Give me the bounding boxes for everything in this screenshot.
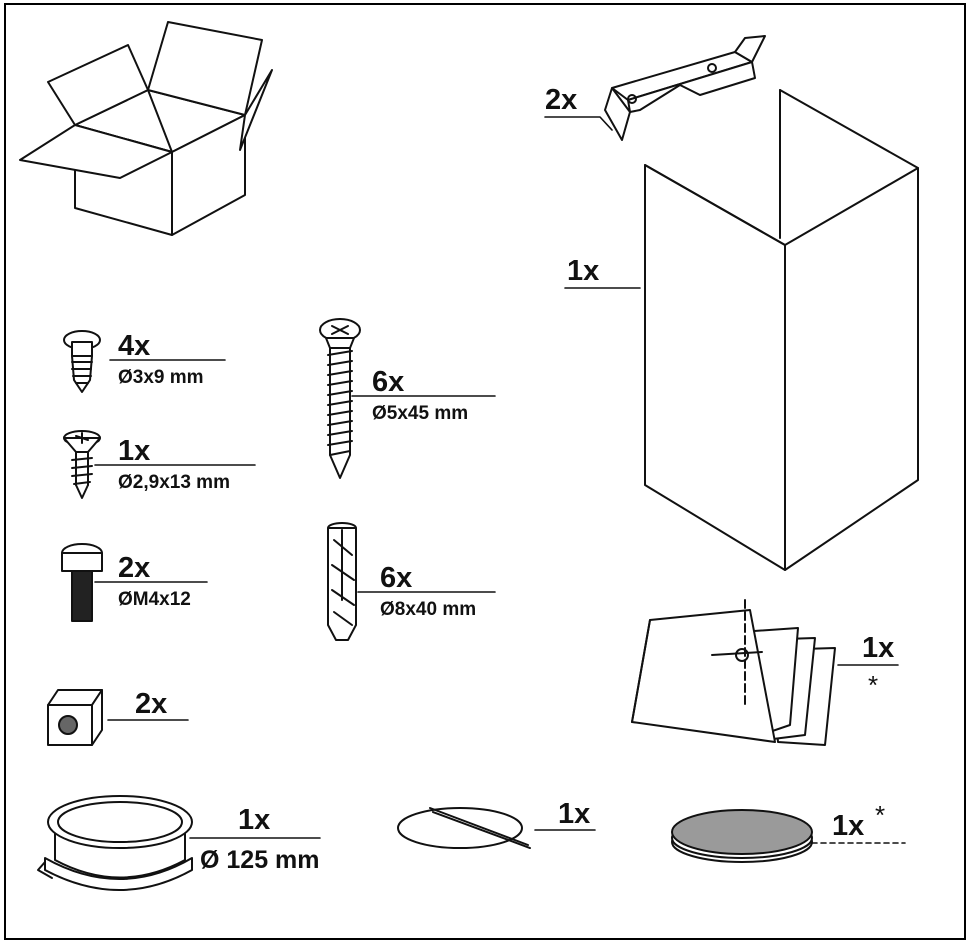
manual-qty: 1x <box>862 632 895 664</box>
duct-collar-dim: Ø 125 mm <box>200 846 320 874</box>
filter-qty: 1x <box>832 810 865 842</box>
cage-nut-qty: 2x <box>135 688 168 720</box>
screw-b-qty: 1x <box>118 435 151 467</box>
wood-screw-dim: Ø5x45 mm <box>372 403 469 424</box>
wood-screw-icon <box>319 318 361 479</box>
screw-c-icon <box>61 543 103 622</box>
cage-nut-icon <box>47 689 103 746</box>
screw-a-icon <box>63 330 101 393</box>
leader-lines <box>94 116 906 844</box>
duct-collar-qty: 1x <box>238 804 271 836</box>
wood-screw-qty: 6x <box>372 366 405 398</box>
screw-c-qty: 2x <box>118 552 151 584</box>
duct-collar-icon <box>37 795 193 891</box>
wall-plug-qty: 6x <box>380 562 413 594</box>
screw-a-dim: Ø3x9 mm <box>118 367 204 388</box>
bracket-qty: 2x <box>545 84 578 116</box>
clip-ring-icon <box>397 807 531 849</box>
filter-mark: * <box>875 800 886 830</box>
chimney-qty: 1x <box>567 255 600 287</box>
wall-plug-icon <box>327 522 357 641</box>
bracket-icon <box>604 35 766 141</box>
wall-plug-dim: Ø8x40 mm <box>380 599 477 620</box>
box-icon <box>19 21 273 236</box>
screw-a-qty: 4x <box>118 330 151 362</box>
screw-b-icon <box>63 430 101 499</box>
manual-mark: * <box>868 670 879 700</box>
clip-ring-qty: 1x <box>558 798 591 830</box>
screw-b-dim: Ø2,9x13 mm <box>118 472 230 493</box>
screw-c-dim: ØM4x12 <box>118 589 191 610</box>
filter-disc-icon <box>671 809 813 863</box>
chimney-icon <box>644 89 919 571</box>
manual-icon <box>631 599 836 746</box>
